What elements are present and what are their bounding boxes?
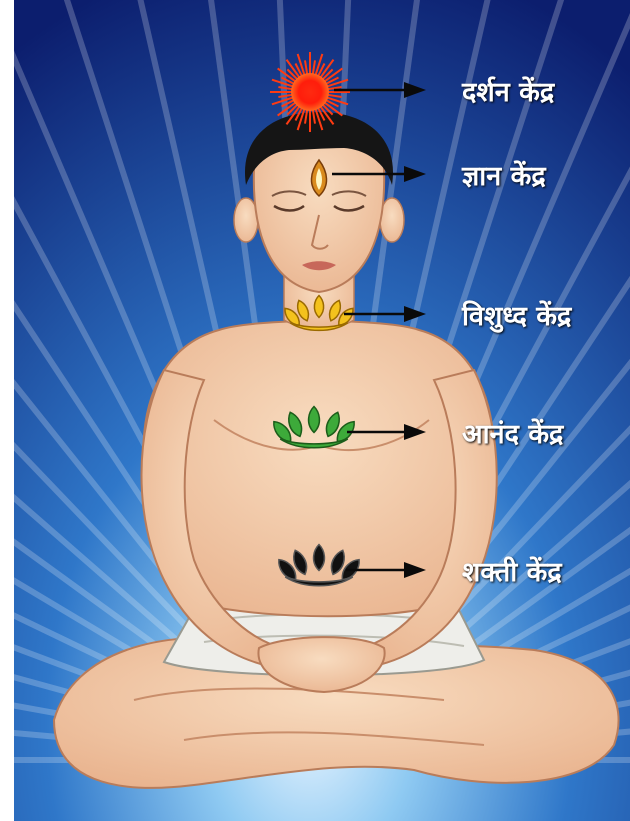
chakra-diagram: दर्शन केंद्र ज्ञान केंद्र विशुध्द केंद्र…	[14, 0, 630, 821]
label-shakti-kendra: शक्ती केंद्र	[462, 552, 562, 589]
label-anand-kendra: आनंद केंद्र	[462, 414, 563, 451]
label-vishuddh-kendra: विशुध्द केंद्र	[462, 296, 571, 333]
meditation-figure-illustration	[14, 0, 630, 821]
label-darshan-kendra: दर्शन केंद्र	[462, 72, 554, 109]
label-gyan-kendra: ज्ञान केंद्र	[462, 156, 546, 193]
